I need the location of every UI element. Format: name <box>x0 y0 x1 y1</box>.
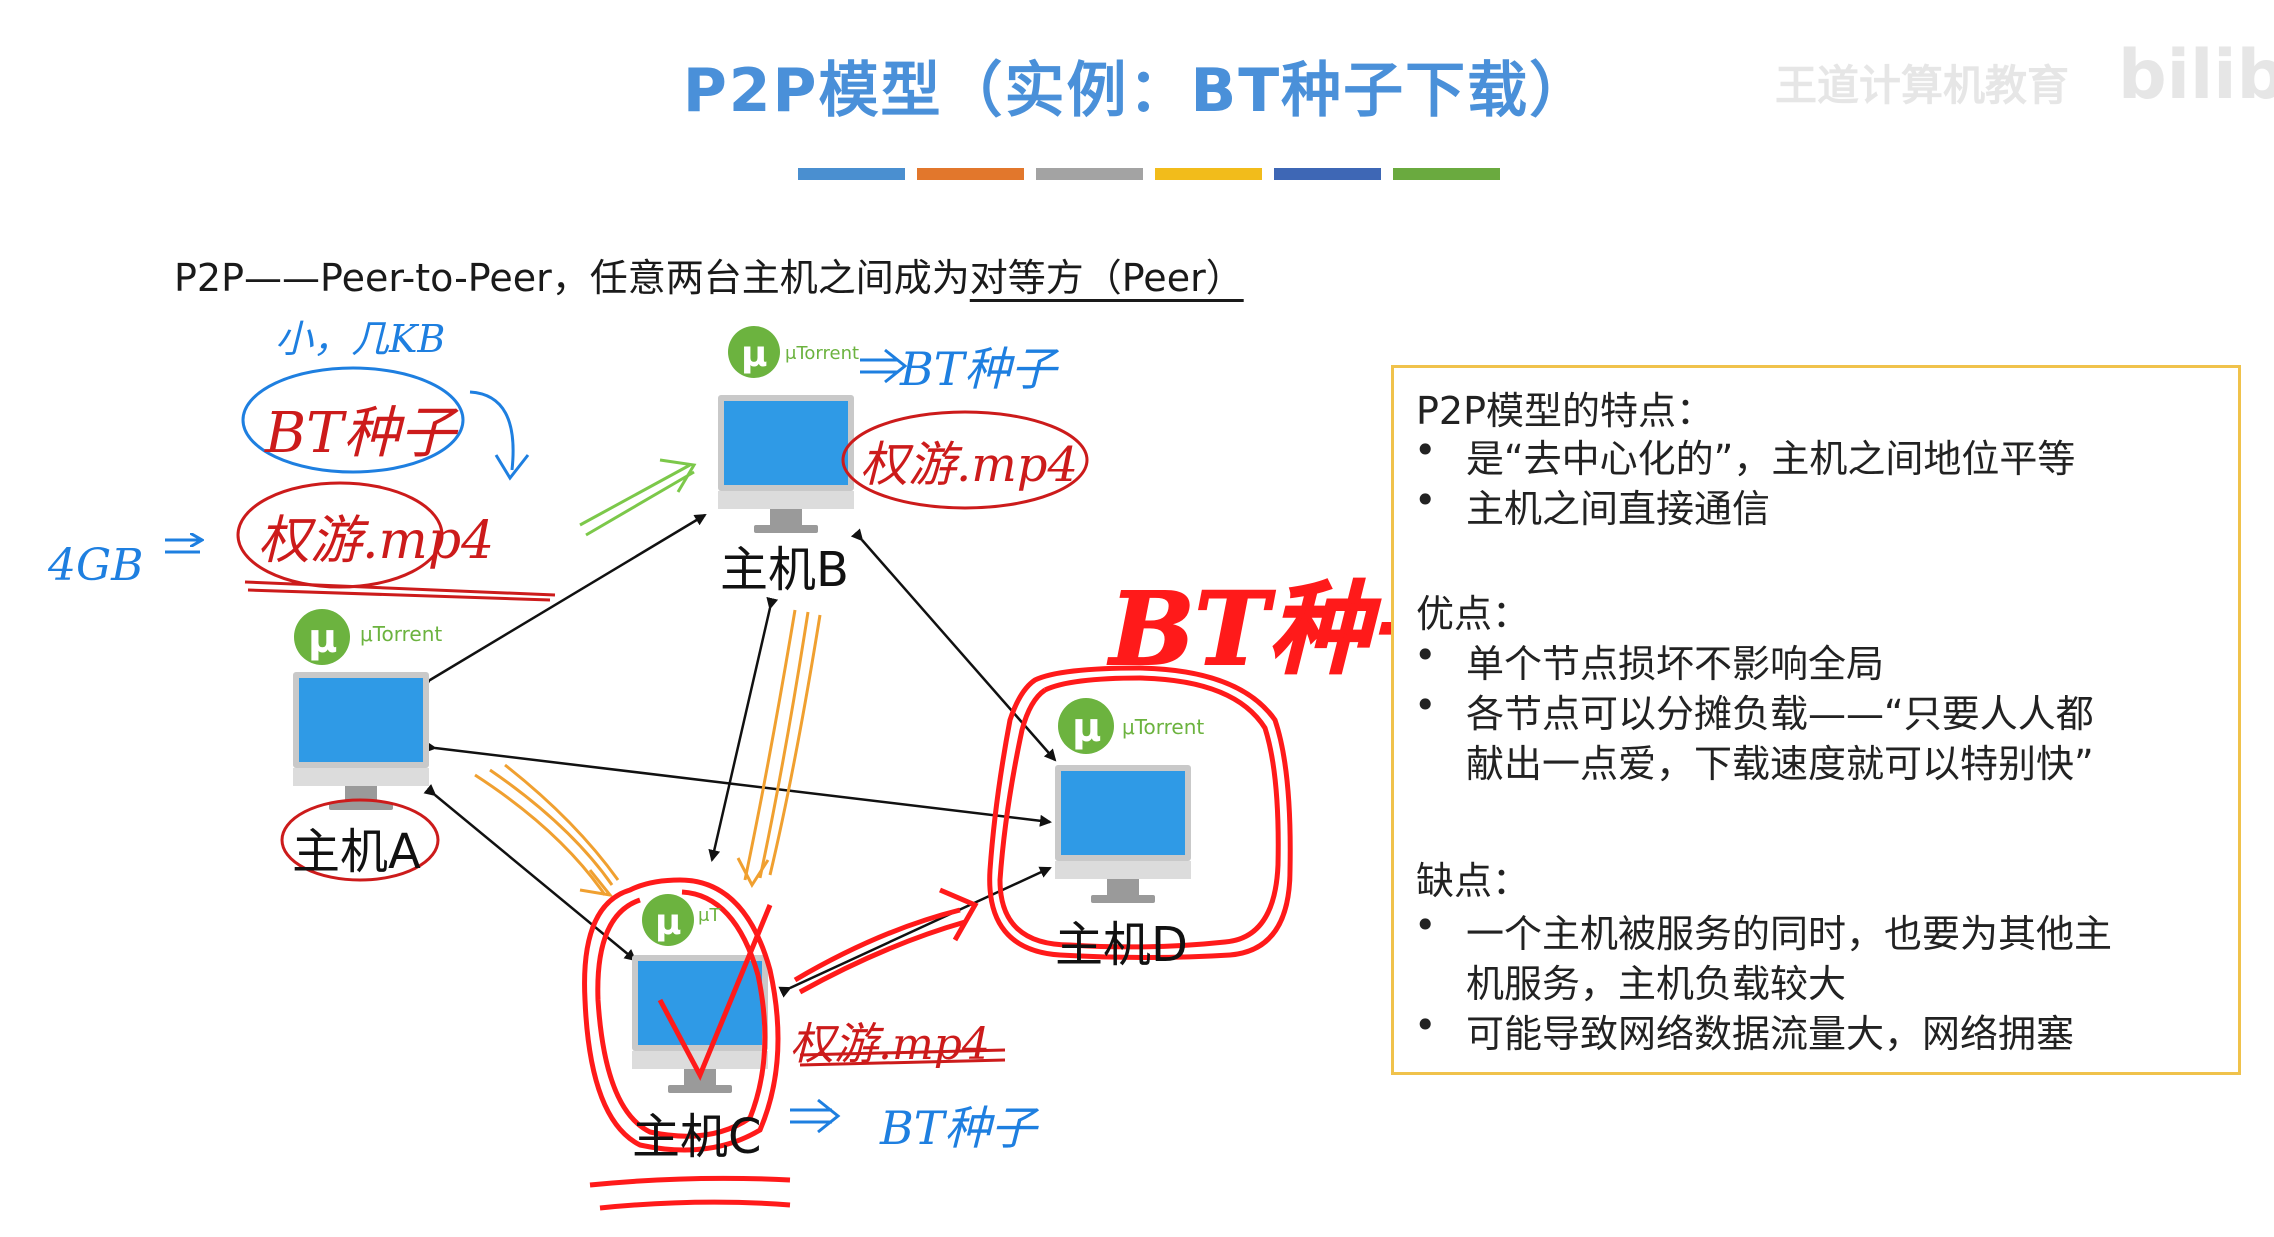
utorrent-text-a: μTorrent <box>360 622 443 646</box>
utorrent-logo-icon: μ <box>728 326 780 378</box>
title-color-segment <box>1393 168 1500 180</box>
bullet-icon: • <box>1414 478 1437 522</box>
annotation-arrow-bt-c: BT种子 <box>880 1101 1037 1155</box>
annotation-arrow-bt-b: BT种子 <box>900 342 1057 396</box>
annotation-file-c: 权游.mp4 <box>790 1019 990 1070</box>
svg-text:μ: μ <box>741 334 768 375</box>
host-label-b: 主机B <box>720 542 849 598</box>
host-label-c: 主机C <box>632 1109 762 1165</box>
blue-annotations <box>165 348 908 1134</box>
title-color-segment <box>1274 168 1381 180</box>
bullet-icon: • <box>1414 683 1437 727</box>
arrow-b-c <box>708 596 779 862</box>
host-label-d: 主机D <box>1055 917 1188 973</box>
slide-title: P2P模型（实例：BT种子下载） <box>682 56 1592 126</box>
cons-item: 可能导致网络数据流量大，网络拥塞 <box>1466 1012 2075 1056</box>
computer-monitor-icon[interactable] <box>1055 765 1191 903</box>
arrow-c-d <box>778 866 1052 998</box>
watermark-text: 王道计算机教育 <box>1775 61 2070 110</box>
cons-heading: 缺点： <box>1416 859 1531 903</box>
utorrent-logo-icon: μ <box>1058 698 1114 754</box>
cons-item-line2: 机服务，主机负载较大 <box>1466 962 1847 1006</box>
annotation-file-b: 权游.mp4 <box>860 437 1079 493</box>
utorrent-logo-icon: μ <box>642 894 694 946</box>
svg-text:μ: μ <box>655 902 682 943</box>
feature-item: 是“去中心化的”，主机之间地位平等 <box>1466 437 2076 481</box>
utorrent-text-d: μTorrent <box>1122 715 1205 739</box>
utorrent-text-b: μTorrent <box>785 343 860 364</box>
orange-download-arrows <box>474 609 822 898</box>
pros-item-line1: 各节点可以分摊负载——“只要人人都 <box>1466 692 2094 736</box>
pros-item-line2: 献出一点爱，下载速度就可以特别快” <box>1466 742 2094 786</box>
pros-heading: 优点： <box>1416 592 1531 636</box>
utorrent-logo-icon: μ <box>294 609 350 665</box>
bullet-icon: • <box>1414 903 1437 947</box>
red-annotations <box>236 410 1089 1067</box>
subtitle-text: P2P——Peer-to-Peer，任意两台主机之间成为 <box>174 256 970 300</box>
green-upload-arrow <box>579 458 697 537</box>
subtitle: P2P——Peer-to-Peer，任意两台主机之间成为对等方（Peer） <box>174 247 1244 302</box>
connection-arrows <box>418 513 1057 998</box>
utorrent-text-c: μT <box>698 905 721 926</box>
svg-text:μ: μ <box>308 616 337 662</box>
bullet-icon: • <box>1414 428 1437 472</box>
feature-item: 主机之间直接通信 <box>1466 487 1771 531</box>
title-color-bar <box>798 168 1500 180</box>
bright-red-annotations <box>582 665 1293 1211</box>
annotation-size-small: 小，几KB <box>275 317 446 361</box>
panel-heading: P2P模型的特点： <box>1416 389 1715 433</box>
title-color-segment <box>1036 168 1143 180</box>
bilibili-logo-icon: bilibili <box>2118 36 2274 115</box>
bullet-icon: • <box>1414 1003 1437 1047</box>
cons-item-line1: 一个主机被服务的同时，也要为其他主 <box>1466 912 2113 956</box>
annotation-bt-seed: BT种子 <box>265 401 456 466</box>
title-color-segment <box>1155 168 1262 180</box>
title-color-segment <box>798 168 905 180</box>
arrow-a-c <box>423 784 637 962</box>
features-panel: P2P模型的特点： • 是“去中心化的”，主机之间地位平等 • 主机之间直接通信… <box>1391 365 2241 1075</box>
annotation-file-a: 权游.mp4 <box>258 511 495 571</box>
arrow-a-b <box>418 513 707 691</box>
computer-monitor-icon[interactable] <box>718 395 854 533</box>
svg-text:μ: μ <box>1072 705 1101 751</box>
pros-item: 单个节点损坏不影响全局 <box>1466 642 1885 686</box>
bullet-icon: • <box>1414 633 1437 677</box>
title-color-segment <box>917 168 1024 180</box>
subtitle-underlined-text: 对等方（Peer） <box>969 256 1244 300</box>
arrow-b-d <box>850 528 1057 762</box>
computer-monitor-icon[interactable] <box>293 672 429 810</box>
annotation-size-big: 4GB <box>48 540 144 591</box>
host-label-a: 主机A <box>292 824 421 880</box>
